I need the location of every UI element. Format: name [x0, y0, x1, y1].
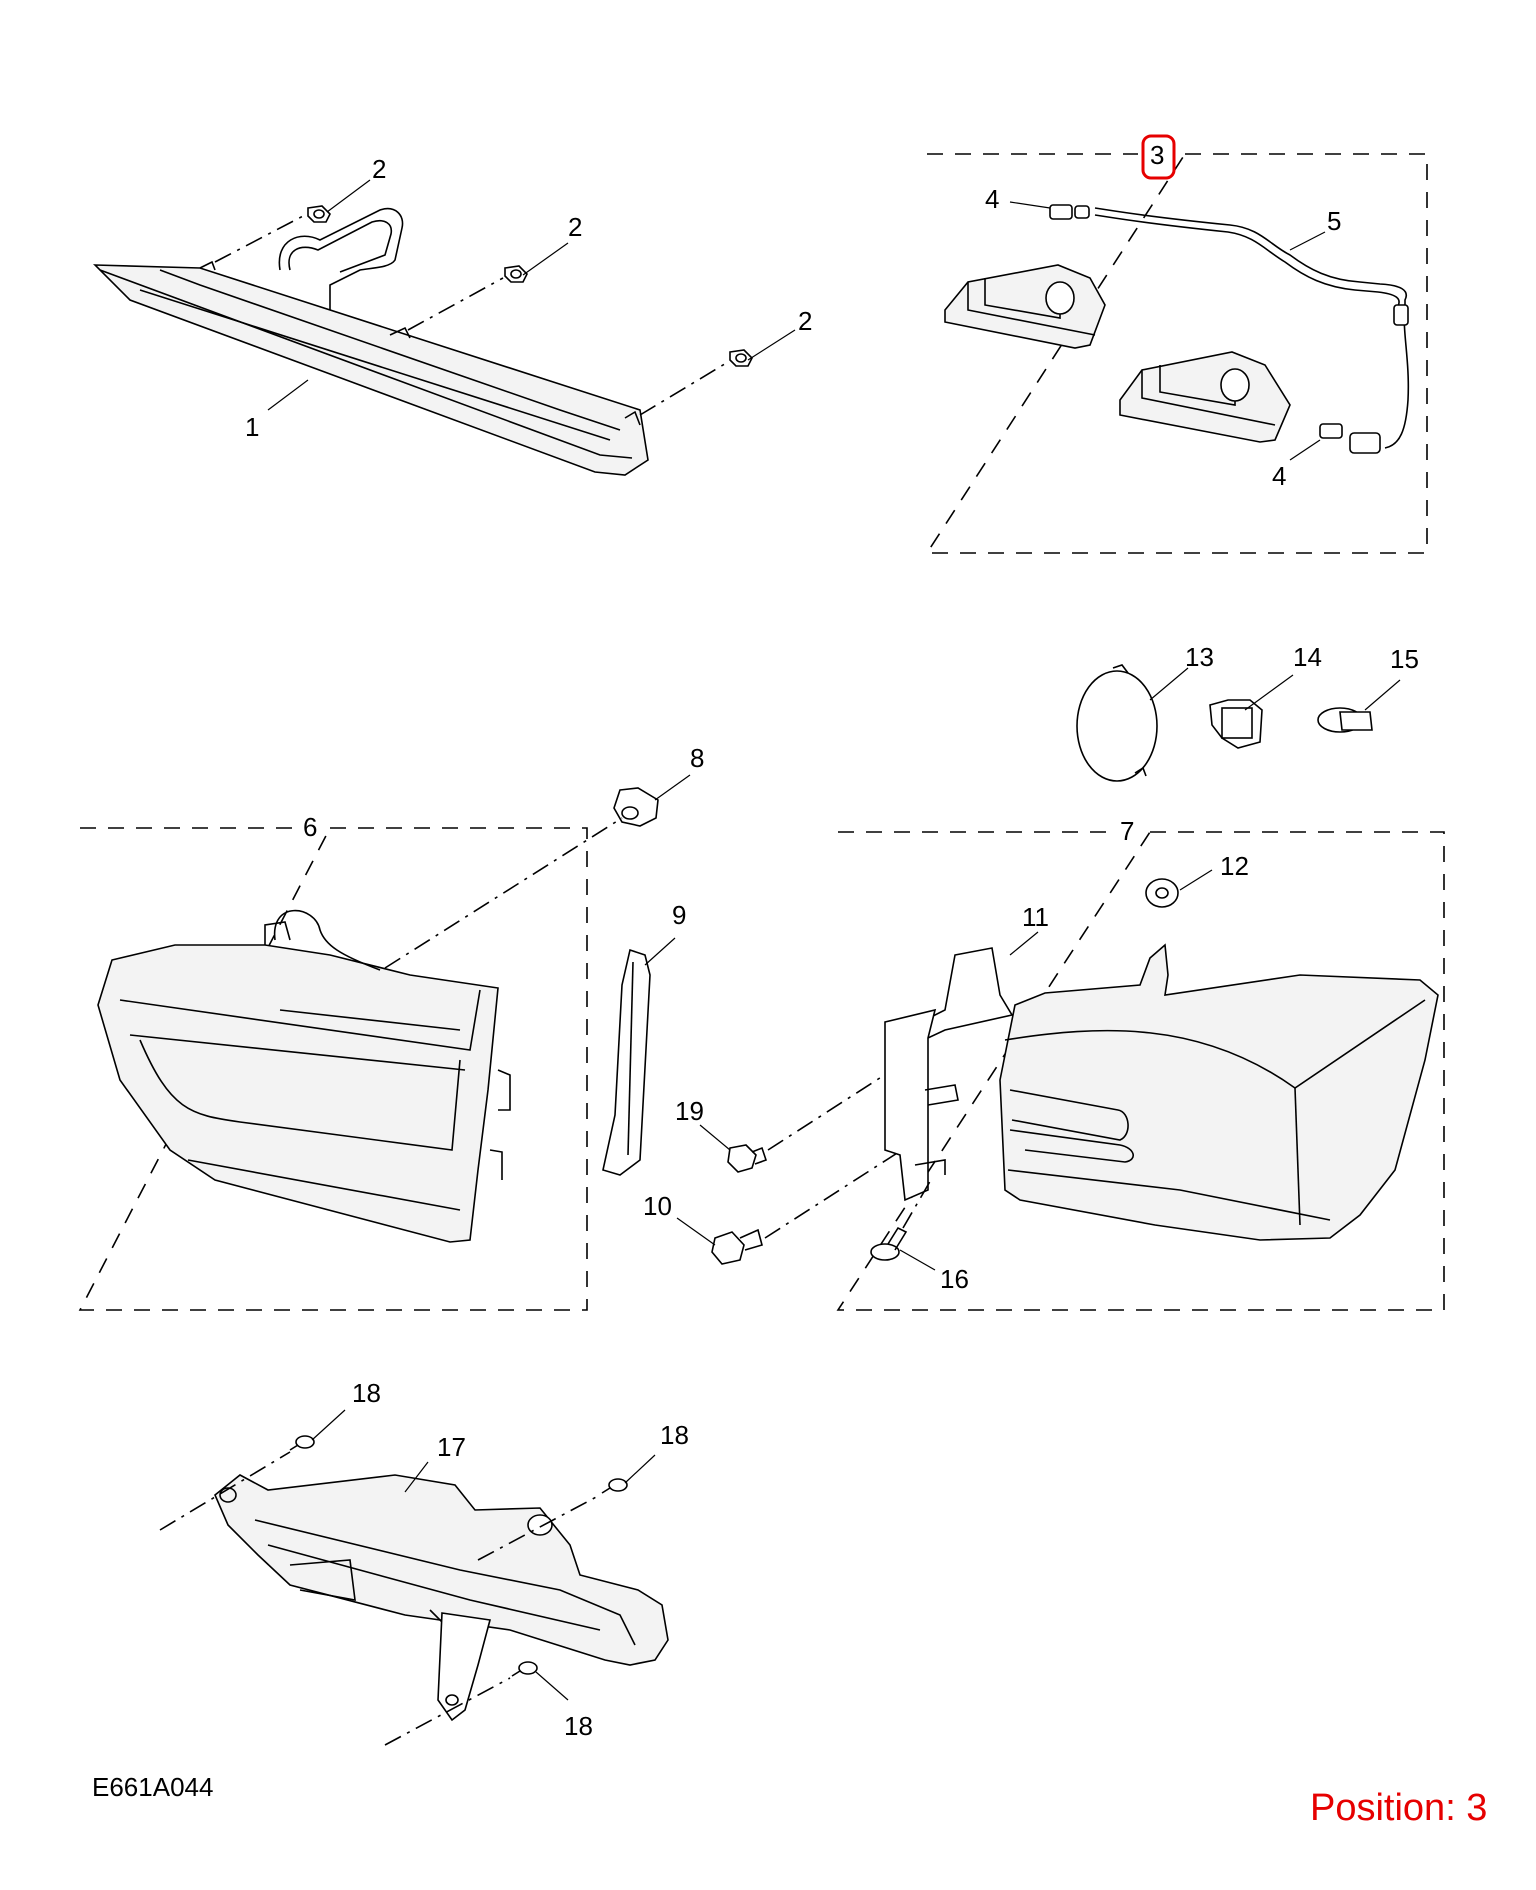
clip-nut-2b [504, 265, 528, 283]
callout-5: 5 [1327, 206, 1341, 236]
bolt-10 [711, 1228, 763, 1265]
callout-10: 10 [643, 1191, 672, 1221]
position-label: Position: 3 [1310, 1787, 1487, 1829]
washer-12 [1145, 878, 1179, 908]
high-mount-stop-lamp [93, 208, 649, 476]
callout-17: 17 [437, 1432, 466, 1462]
callout-18b: 18 [660, 1420, 689, 1450]
bracket-11 [884, 947, 1014, 1202]
licence-lamp-kit-frame [925, 153, 1428, 554]
clip-nut-2c [729, 349, 753, 367]
screw-18b [601, 1478, 628, 1494]
callout-18c: 18 [564, 1711, 593, 1741]
wiring-harness-5 [1094, 207, 1410, 449]
screw-16 [870, 1226, 908, 1261]
callout-9: 9 [672, 900, 686, 930]
callout-16: 16 [940, 1264, 969, 1294]
callout-12: 12 [1220, 851, 1249, 881]
callout-2c: 2 [798, 306, 812, 336]
callout-15: 15 [1390, 644, 1419, 674]
screw-18c [511, 1661, 538, 1677]
callout-4b: 4 [1272, 461, 1286, 491]
figure-reference: E661A044 [92, 1772, 213, 1802]
bulb-4a [1049, 204, 1090, 220]
outer-tail-lamp [999, 943, 1439, 1241]
seal-9 [602, 948, 651, 1176]
callout-6: 6 [303, 812, 317, 842]
callout-3: 3 [1150, 140, 1164, 170]
callout-2b: 2 [568, 212, 582, 242]
callout-7: 7 [1120, 816, 1134, 846]
callout-1: 1 [245, 412, 259, 442]
callout-11: 11 [1022, 902, 1049, 932]
bulb-4b [1319, 423, 1381, 454]
clip-14 [1209, 699, 1263, 749]
callout-4a: 4 [985, 184, 999, 214]
callout-19: 19 [675, 1096, 704, 1126]
cover-cap-13 [1076, 664, 1158, 782]
inner-lamp-frame [78, 827, 588, 1311]
inner-tail-lamp [97, 909, 511, 1243]
bolt-19 [727, 1144, 768, 1173]
grommet-8 [613, 787, 659, 827]
rear-reflector-lamp [214, 1474, 669, 1722]
callout-8: 8 [690, 743, 704, 773]
callout-14: 14 [1293, 642, 1322, 672]
screw-18a [289, 1435, 315, 1451]
callout-13: 13 [1185, 642, 1214, 672]
outer-lamp-frame [836, 831, 1445, 1311]
callout-2a: 2 [372, 154, 386, 184]
licence-lamp-left [944, 264, 1106, 349]
clip-nut-2a [307, 205, 331, 223]
callout-18a: 18 [352, 1378, 381, 1408]
highlight-box-3 [1141, 134, 1176, 180]
licence-lamp-right [1119, 351, 1291, 443]
push-pin-15 [1317, 707, 1373, 733]
